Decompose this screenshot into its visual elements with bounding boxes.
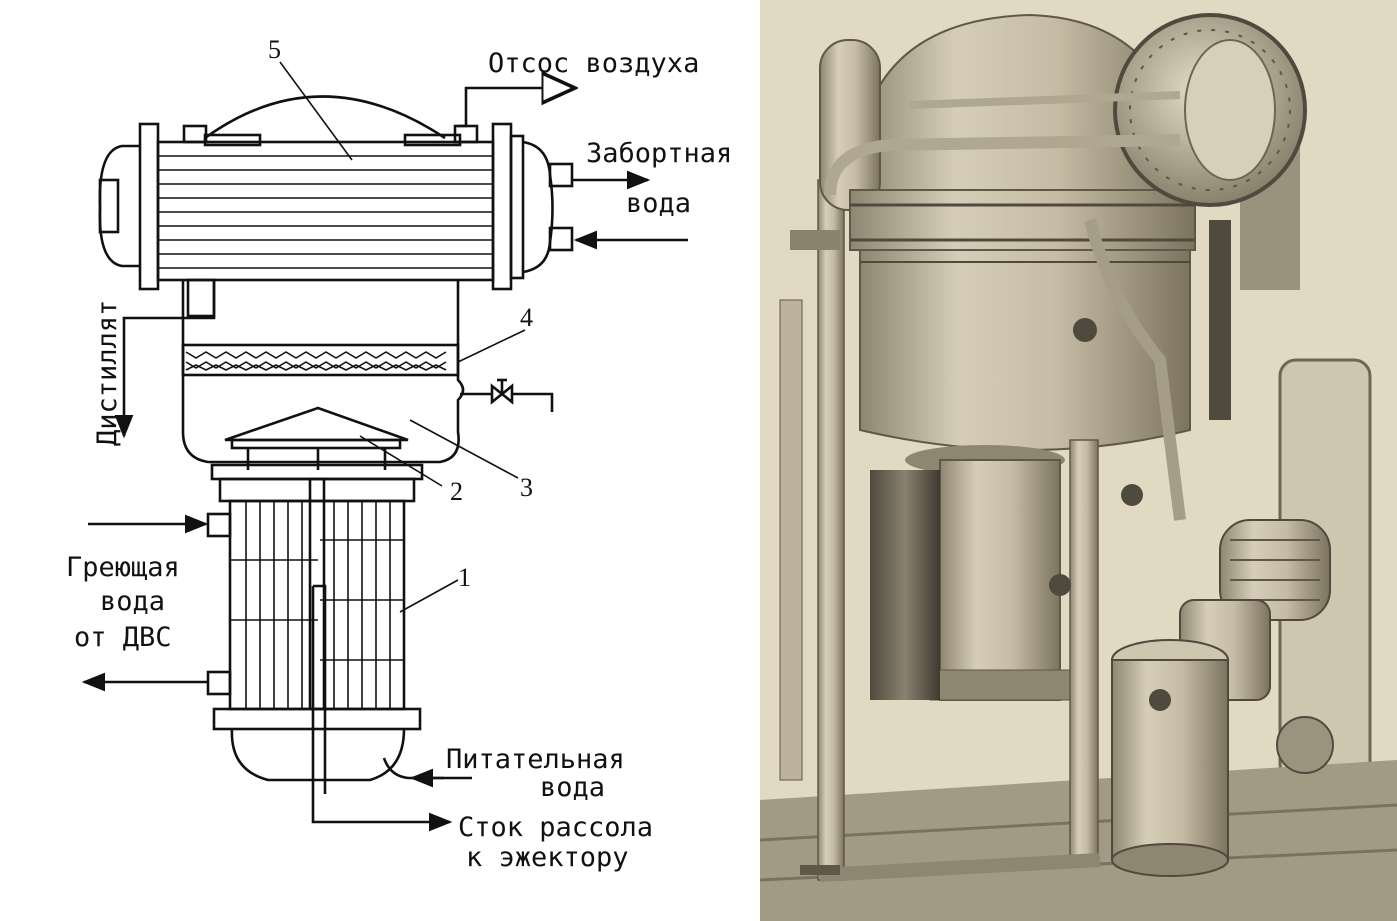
- label-number-1: 1: [458, 563, 471, 592]
- label-distillate: Дистиллят: [92, 300, 123, 446]
- photo-pump: [1179, 519, 1331, 701]
- label-brine-line1: Сток рассола: [458, 812, 653, 843]
- label-heating-line2: вода: [100, 586, 165, 617]
- label-number-3: 3: [520, 473, 533, 502]
- condenser: [98, 88, 688, 439]
- evaporator-schematic: 5 4 3 2 1 Отсос воздуха Забортная вода Д…: [66, 35, 732, 873]
- separator-mesh: [181, 343, 460, 377]
- label-number-4: 4: [520, 303, 533, 332]
- heater-tubes: [230, 501, 404, 709]
- label-feed-line2: вода: [540, 772, 605, 803]
- label-seawater-line2: вода: [626, 188, 691, 219]
- side-valve: [460, 378, 554, 412]
- label-brine-line2: к эжектору: [466, 842, 629, 873]
- label-air-suction: Отсос воздуха: [488, 48, 699, 79]
- photo-ejector-vessel: [1111, 639, 1229, 877]
- heater: [81, 463, 472, 832]
- label-number-2: 2: [450, 477, 463, 506]
- label-number-5: 5: [268, 35, 281, 64]
- condenser-tubes: [158, 155, 493, 269]
- label-heating-line1: Греющая: [66, 552, 180, 583]
- evaporator-photo: [760, 0, 1397, 921]
- label-heating-line3: от ДВС: [74, 622, 172, 653]
- photo-valves: [1049, 318, 1334, 774]
- leader-lines: [279, 61, 526, 613]
- label-seawater-line1: Забортная: [586, 138, 732, 169]
- label-feed-line1: Питательная: [446, 744, 625, 775]
- photo-lower-vessel: [870, 445, 1071, 701]
